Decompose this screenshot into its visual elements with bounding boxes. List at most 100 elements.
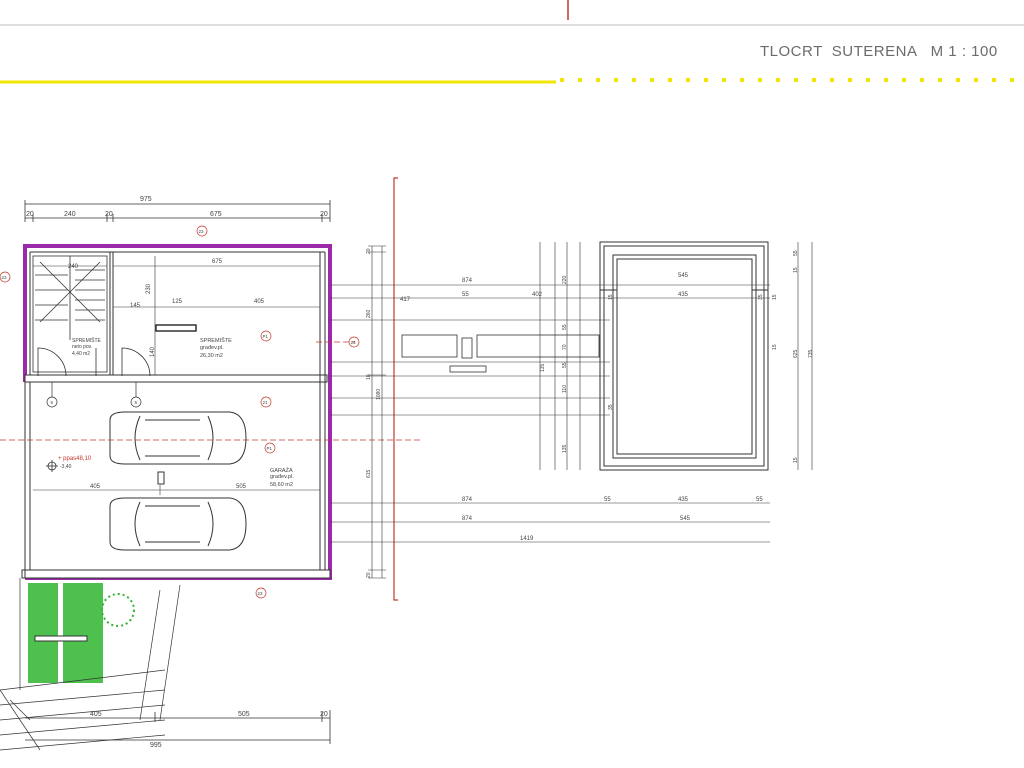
guide-lines xyxy=(330,242,770,543)
drawing-title: TLOCRT SUTERENA M 1 : 100 xyxy=(760,43,998,60)
dim-right-874-top: 874 xyxy=(462,278,473,284)
dim-seg-2: 240 xyxy=(64,211,76,218)
tag-p1-storage: P1 xyxy=(263,334,269,339)
dim-right-417: 417 xyxy=(400,297,411,303)
level-marker xyxy=(46,460,58,472)
level-label: + ppas48,10 xyxy=(58,456,92,462)
door-swings xyxy=(37,347,151,377)
dim-bot-874a: 874 xyxy=(462,497,473,503)
dim-garage-right: 505 xyxy=(236,484,247,490)
dim-partition-b: 125 xyxy=(172,299,183,305)
dim-v-735: 735 xyxy=(808,349,814,358)
tag-p1-garage: P1 xyxy=(267,446,273,451)
tag-5-a: 5 xyxy=(51,400,54,405)
dim-v-1080: 1080 xyxy=(376,389,382,400)
pool xyxy=(599,241,769,471)
dim-bottom-total: 995 xyxy=(150,742,162,749)
dim-v-615: 615 xyxy=(366,469,372,478)
dim-bot-435: 435 xyxy=(678,497,689,503)
room-garage-label: građev.pl. xyxy=(270,474,294,480)
dim-height-140: 140 xyxy=(150,346,156,357)
tag-23-top: 23 xyxy=(199,229,205,234)
dim-v-260: 260 xyxy=(366,309,372,318)
dim-v-15c: 15 xyxy=(772,344,778,350)
interior-walls xyxy=(21,251,331,579)
dim-v-10: 10 xyxy=(366,374,372,380)
staircase xyxy=(32,255,108,373)
greenery xyxy=(28,583,135,683)
dim-v-220: 220 xyxy=(562,275,568,284)
dim-bottom-right: 505 xyxy=(238,711,250,718)
interior-dimension-lines xyxy=(33,256,320,495)
storage-shelf xyxy=(155,324,197,332)
column xyxy=(157,471,165,485)
dim-bot-55a: 55 xyxy=(604,497,611,503)
circle-tags xyxy=(0,225,360,599)
dim-bot-874b: 874 xyxy=(462,516,473,522)
dim-v-135: 135 xyxy=(562,444,568,453)
shelves-right xyxy=(401,334,600,373)
dim-bot-545: 545 xyxy=(680,516,691,522)
circle-tags-grey xyxy=(46,382,142,408)
dim-v-135b: 135 xyxy=(540,363,546,372)
room-garage-area: 58,60 m2 xyxy=(270,482,293,488)
right-vertical-dims xyxy=(368,245,386,579)
dim-v-70: 70 xyxy=(562,344,568,350)
dim-partition-a: 145 xyxy=(130,303,141,309)
car-bottom xyxy=(109,497,247,551)
room-storage-large-area: 26,30 m2 xyxy=(200,353,223,359)
bottom-dimension-chain xyxy=(25,710,331,744)
room-storage-small-area: 4,40 m2 xyxy=(72,351,90,357)
dim-v-15-right: 15 xyxy=(793,457,799,463)
room-storage-small-name: SPREMIŠTE xyxy=(72,337,102,344)
dim-right-545-top: 545 xyxy=(678,273,689,279)
dim-stair-width: 240 xyxy=(68,264,79,270)
dim-bot-1419: 1419 xyxy=(520,536,534,542)
dim-bottom-end: 20 xyxy=(320,711,328,718)
tag-23-bottom: 23 xyxy=(258,591,264,596)
level-sub: -3,40 xyxy=(60,464,72,470)
room-storage-small-label: neto pov. xyxy=(72,344,92,350)
planter-bench xyxy=(34,635,88,642)
car-top xyxy=(109,411,247,465)
dim-right-402: 402 xyxy=(532,292,543,298)
ramp xyxy=(0,578,181,751)
tag-21-a: 21 xyxy=(263,400,269,405)
dim-v-15b: 15 xyxy=(772,294,778,300)
tag-23-left: 23 xyxy=(2,275,8,280)
dim-bot-55b: 55 xyxy=(756,497,763,503)
dim-v-35a: 35 xyxy=(608,404,614,410)
section-marker-right xyxy=(393,177,398,601)
dim-bottom-left: 405 xyxy=(90,711,102,718)
dim-v-15-right2: 15 xyxy=(793,267,799,273)
dim-v-55b: 55 xyxy=(562,362,568,368)
dim-storage-width: 675 xyxy=(212,259,223,265)
pool-vertical-dims xyxy=(797,242,813,470)
dim-v-625: 625 xyxy=(793,349,799,358)
dim-v-55-right: 55 xyxy=(793,250,799,256)
dim-overall: 975 xyxy=(140,196,152,203)
dim-v-20-top: 20 xyxy=(366,248,372,254)
top-dimension-chain xyxy=(24,200,331,222)
dim-seg-4: 675 xyxy=(210,211,222,218)
dim-seg-1: 20 xyxy=(26,211,34,218)
section-lines xyxy=(0,341,420,441)
dim-seg-5: 20 xyxy=(320,211,328,218)
tag-23-right: 23 xyxy=(351,340,357,345)
dim-v-35b: 35 xyxy=(758,294,764,300)
dim-garage-left: 405 xyxy=(90,484,101,490)
room-storage-large-name: SPREMIŠTE xyxy=(200,337,232,344)
room-storage-large-label: građev.pl. xyxy=(200,345,224,351)
dim-right-435: 435 xyxy=(678,292,689,298)
dim-v-15a: 15 xyxy=(608,294,614,300)
dim-right-55: 55 xyxy=(462,292,469,298)
tag-5-b: 5 xyxy=(135,400,138,405)
dim-v-20-bottom: 20 xyxy=(366,572,372,578)
dim-v-110: 110 xyxy=(562,385,568,393)
dim-height-230: 230 xyxy=(146,283,152,294)
room-garage-name: GARAŽA xyxy=(270,466,293,474)
dim-seg-3: 20 xyxy=(105,211,113,218)
dim-v-55a: 55 xyxy=(562,324,568,330)
dim-partition-c: 405 xyxy=(254,299,265,305)
